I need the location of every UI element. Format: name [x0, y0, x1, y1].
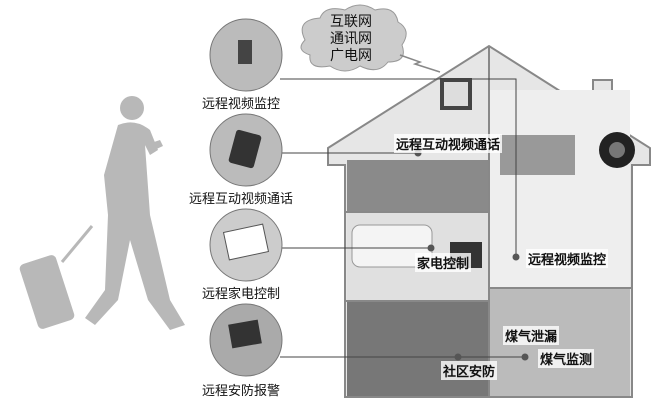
- network-cloud: [300, 4, 441, 73]
- traveler-silhouette: [19, 96, 185, 330]
- label-remote-security-alarm: 远程安防报警: [202, 384, 281, 399]
- network-cloud-text: 互联网 通讯网 广电网: [326, 14, 376, 65]
- connector-lines: [280, 78, 525, 358]
- cloud-line: 通讯网: [330, 31, 372, 47]
- cloud-line: 互联网: [330, 14, 372, 30]
- house: [327, 44, 651, 398]
- tag-appliance-control: 家电控制: [415, 253, 472, 272]
- device-circles: [209, 18, 283, 377]
- tag-video-call: 远程互动视频通话: [394, 134, 503, 153]
- tag-gas-monitor: 煤气监测: [538, 349, 595, 368]
- tag-gas-leak: 煤气泄漏: [503, 326, 560, 345]
- tag-community-security: 社区安防: [441, 361, 498, 380]
- cloud-line: 广电网: [330, 48, 372, 64]
- connector-dots: [414, 149, 529, 361]
- label-remote-appliance-control: 远程家电控制: [202, 287, 281, 302]
- label-remote-video-call: 远程互动视频通话: [189, 192, 294, 207]
- label-remote-video-monitor: 远程视频监控: [202, 97, 281, 112]
- tag-video-monitor: 远程视频监控: [526, 249, 609, 268]
